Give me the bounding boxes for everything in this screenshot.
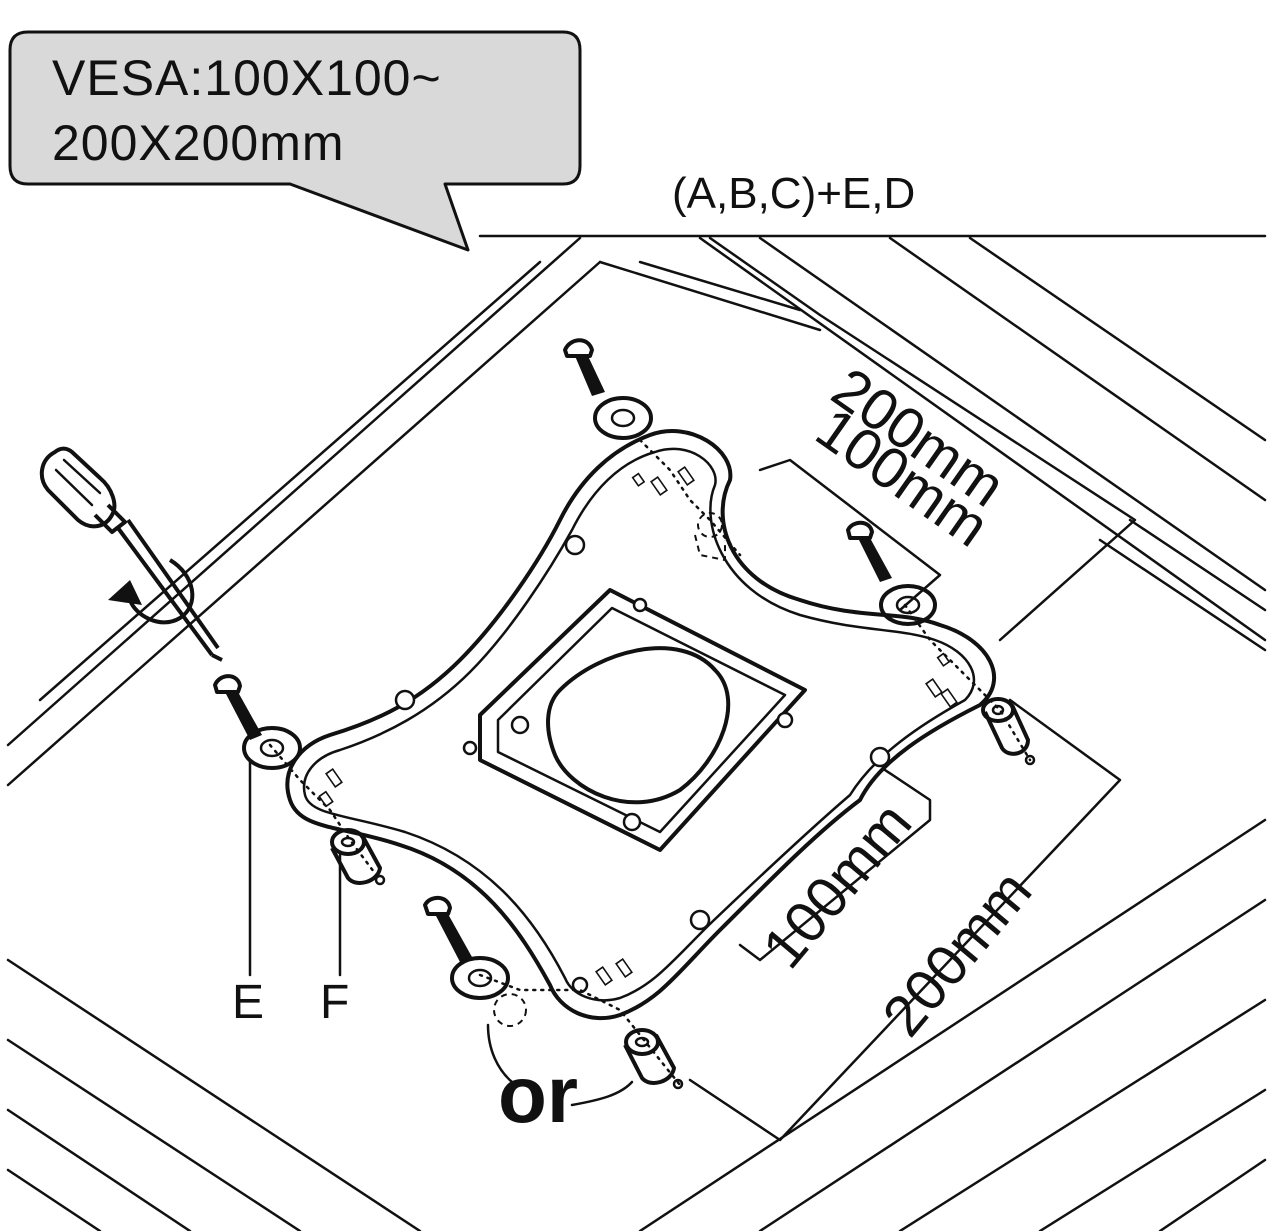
washer-icon (450, 956, 510, 1000)
spacer-label: F (320, 976, 349, 1029)
dimension-frames (688, 236, 1137, 1142)
spacer-icon (623, 1028, 684, 1090)
kit-label: (A,B,C)+E,D (672, 169, 915, 218)
dimension-bottom-outer: 200mm (870, 858, 1044, 1048)
screw-icon (213, 674, 262, 740)
callout-bubble (8, 30, 582, 252)
washer-icon (593, 396, 653, 440)
screw-icon (423, 895, 472, 962)
spacer-icon (981, 697, 1036, 766)
screw-icon (563, 338, 605, 396)
washer-icon (242, 726, 302, 770)
or-label: or (498, 1050, 578, 1139)
washer-icon (879, 584, 937, 626)
rotation-arrow-icon (108, 558, 195, 625)
screwdriver-icon (39, 446, 223, 662)
washer-label: E (232, 976, 264, 1029)
tv-back-panel (6, 234, 1267, 1231)
mounting-plate (268, 429, 1032, 1087)
or-connectors (486, 993, 634, 1107)
vesa-callout: VESA:100X100~ 200X200mm (8, 30, 582, 252)
screw-icon (846, 520, 892, 582)
callout-line-2: 200X200mm (52, 115, 345, 171)
callout-line-1: VESA:100X100~ (52, 50, 442, 106)
spacer-icon (330, 828, 386, 886)
